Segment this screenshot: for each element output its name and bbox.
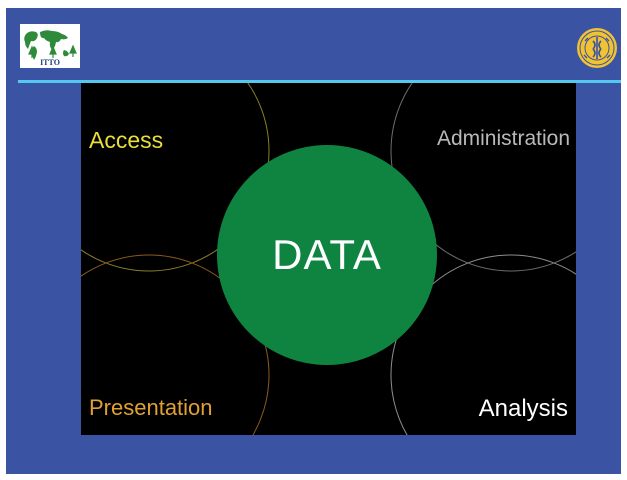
analysis-label: Analysis (478, 395, 568, 422)
quadrant-arcs (81, 83, 576, 435)
itto-logo: ITTO (20, 24, 80, 68)
slide: ITTO DATA Access Administration Pres (6, 8, 621, 474)
fao-emblem-icon (576, 27, 618, 69)
access-label: Access (89, 127, 164, 153)
itto-map-logo-icon: ITTO (20, 24, 80, 68)
presentation-label: Presentation (89, 395, 213, 420)
header-rule (18, 80, 621, 83)
data-label: DATA (272, 231, 382, 278)
administration-label: Administration (436, 127, 570, 150)
itto-logo-text: ITTO (40, 58, 60, 67)
diagram-panel: DATA Access Administration Presentation … (81, 83, 576, 435)
data-circle: DATA (217, 145, 437, 365)
